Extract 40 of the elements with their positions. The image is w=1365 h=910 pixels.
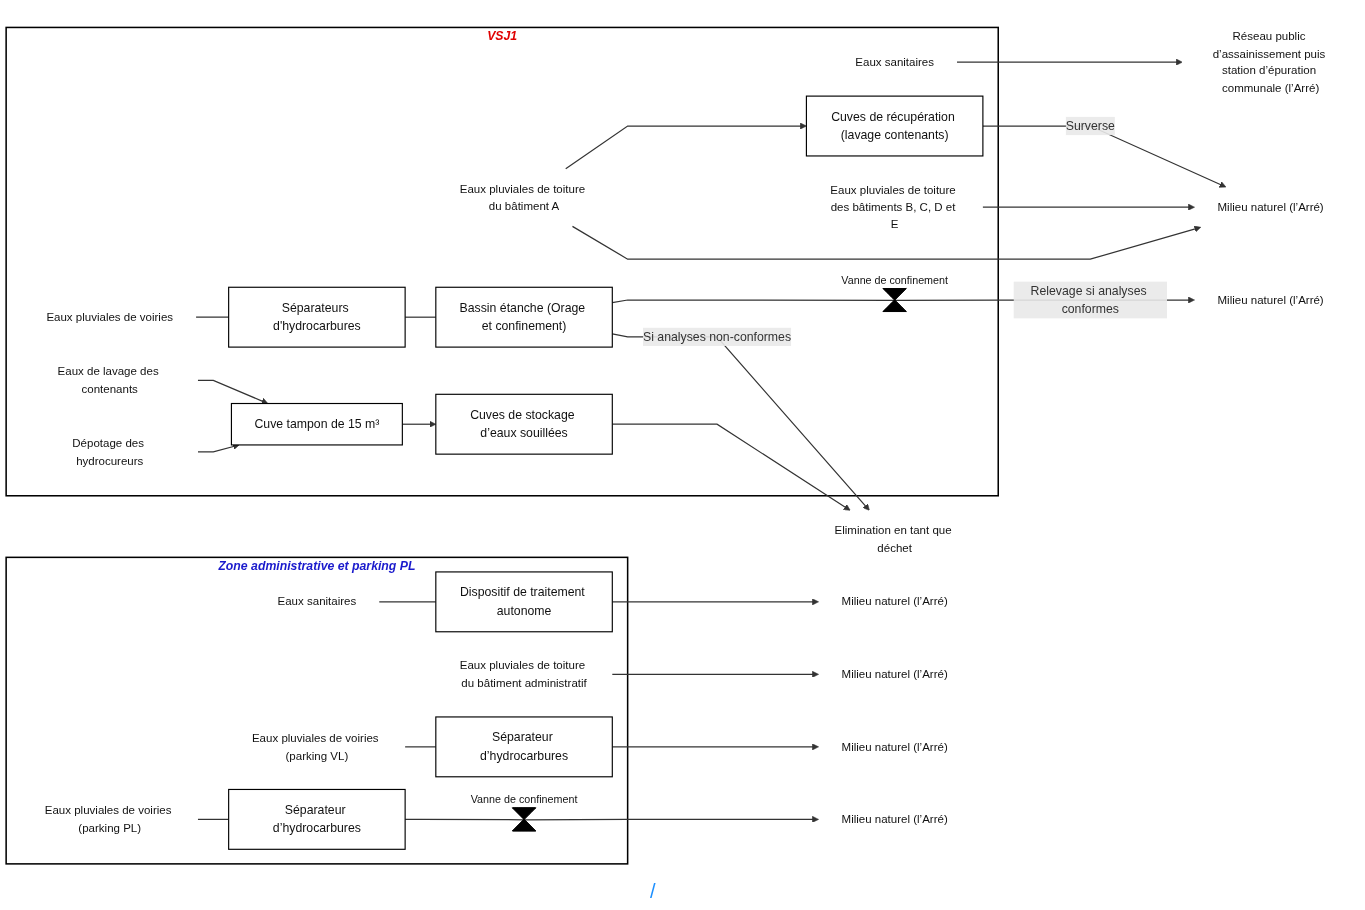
node-text: Eaux pluviales de toiture du bâtiment administratif [459,658,587,689]
arrow [611,671,819,678]
node-text: Milieu naturel (l’Arré) [841,667,948,681]
node-text: Eaux pluviales de toiture des bâtiments B, C, D et E [830,182,956,231]
node-text: Eaux pluviales de voiries (parking PL) [44,803,172,834]
node-box: Séparateur d’hydrocarbures [228,788,406,850]
node-text: Eaux de lavage des contenants [57,364,159,396]
node-text: Milieu naturel (l’Arré) [1217,292,1324,306]
arrow [956,58,1183,66]
note-text: / [650,880,656,903]
node-text: Réseau public d’assainissement puis station d’épuration communale (l’Arré) [1212,29,1326,94]
node-text: Dépotage des hydrocureurs [72,436,144,467]
edge-label: Relevage si analyses conformes [1030,283,1147,316]
node-text: Eaux sanitaires [855,55,934,69]
node-text: Milieu naturel (l’Arré) [841,739,948,753]
node-text: Milieu naturel (l’Arré) [841,812,948,826]
arrow [571,225,1202,260]
edge-label: Si analyses non-conformes [642,329,792,343]
node-box: Cuve tampon de 15 m³ [230,402,403,446]
node-text: Eaux pluviales de voiries [46,310,174,324]
node-text: Milieu naturel (l’Arré) [1217,200,1324,214]
node-box: Séparateurs d'hydrocarbures [228,286,406,348]
arrow [565,122,807,170]
node-box: Cuves de stockage d’eaux souillées [435,393,613,455]
node-text: Eaux pluviales de voiries (parking VL) [251,731,379,762]
node-text: Elimination en tant que déchet [834,523,952,554]
arrow [523,816,819,823]
node-box: Séparateur d’hydrocarbures [435,716,613,778]
node-text: Milieu naturel (l’Arré) [841,594,948,608]
arrow [197,443,240,453]
node-box: Bassin étanche (Orage et confinement) [435,286,613,348]
arrow [197,379,269,405]
valve-label: Vanne de confinement [470,793,578,806]
valve-label: Vanne de confinement [841,273,948,286]
arrow [982,203,1195,211]
node-box: Dispositif de traitement autonome [435,571,613,633]
node-text: Eaux sanitaires [277,594,357,608]
edge-label: Surverse [1065,119,1115,133]
node-text: Eaux pluviales de toiture du bâtiment A [459,181,586,213]
node-box: Cuves de récupération (lavage contenants) [805,95,984,157]
